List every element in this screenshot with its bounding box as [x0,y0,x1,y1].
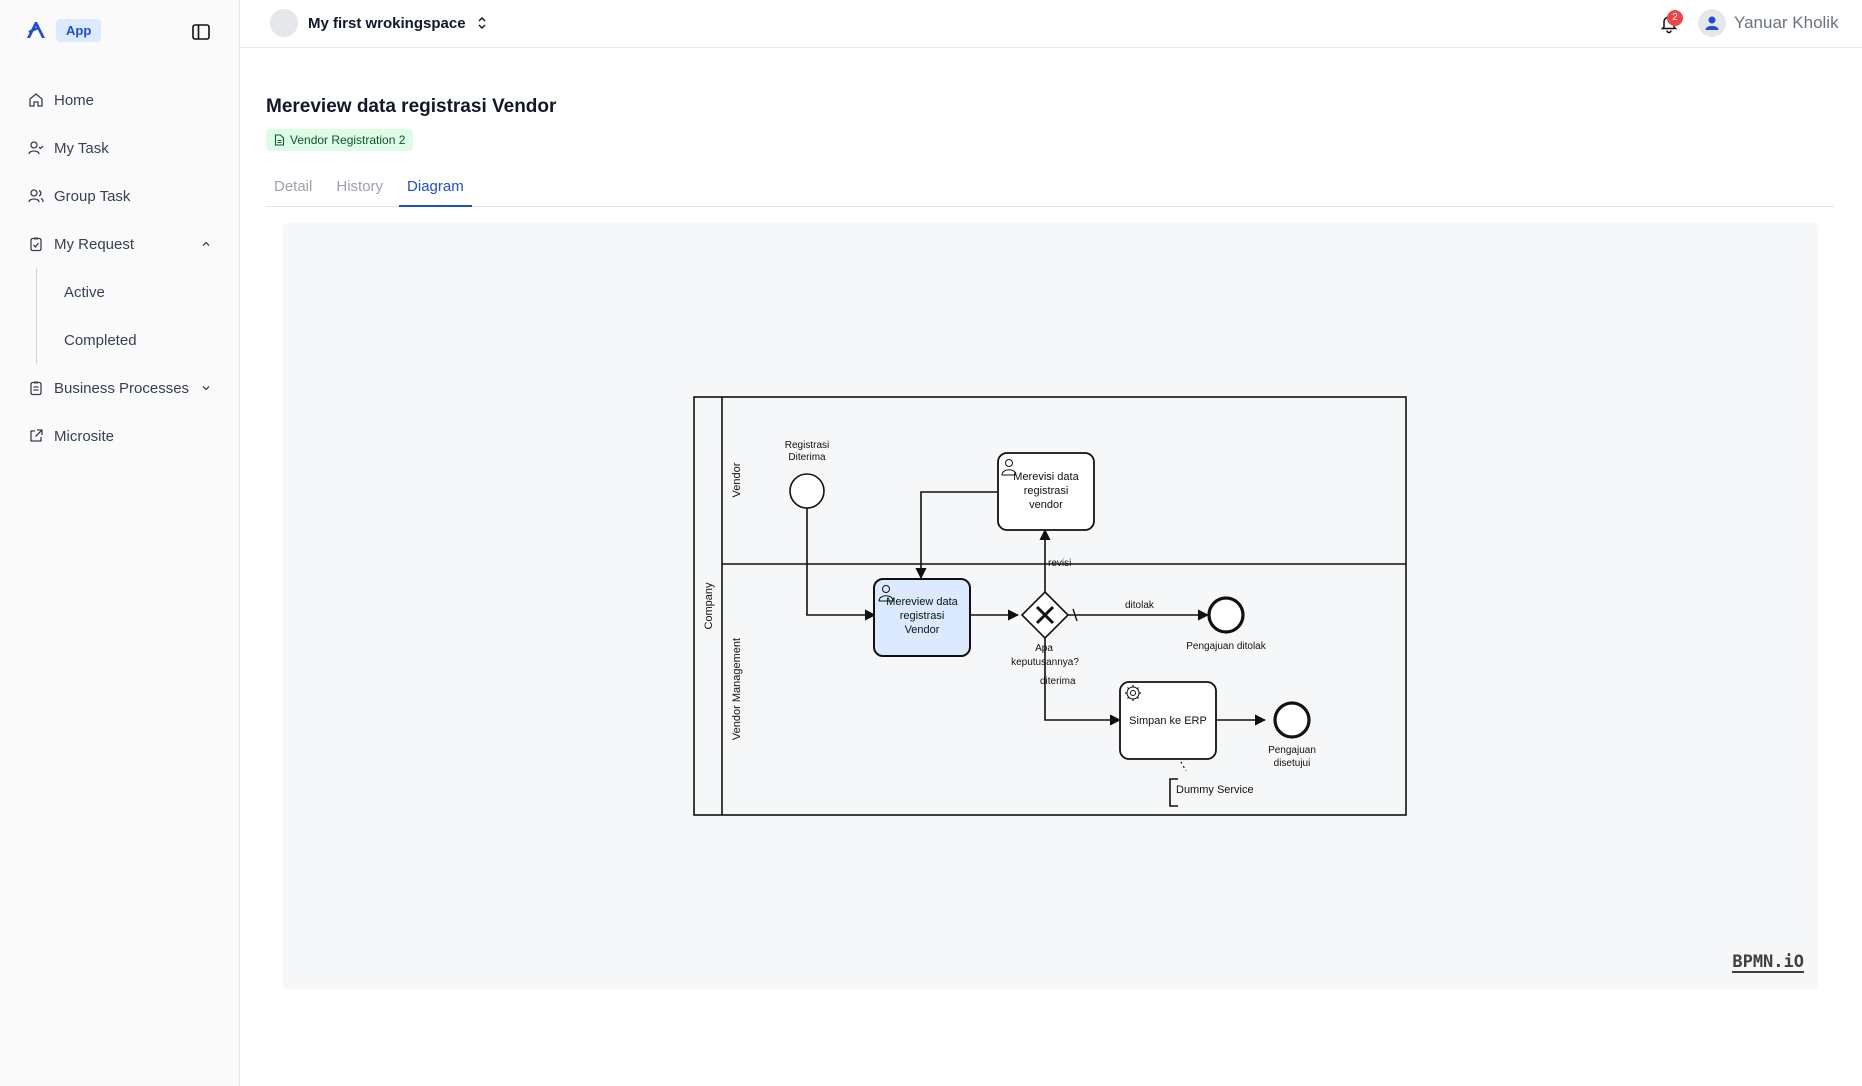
task-erp-label: Simpan ke ERP [1129,715,1207,727]
page-title: Mereview data registrasi Vendor [266,96,557,117]
sidebar-item-label: My Task [54,139,109,157]
flow-start-to-review[interactable] [806,508,877,621]
flow-ditolak-label: ditolak [1125,600,1155,611]
task-revise-label-2: registrasi [1024,485,1069,497]
tab-bar: Detail History Diagram [266,172,1834,207]
user-task-icon [878,585,894,602]
flow-diterima-label: diterima [1040,676,1076,687]
sidebar-item-my-request[interactable]: My Request [16,220,224,268]
end-approved-label-1: Pengajuan [1268,745,1316,756]
clipboard-list-icon [30,381,42,396]
task-review-label-2: registrasi [900,610,945,622]
sidebar-item-label: Home [54,91,95,109]
my-request-submenu: Active Completed [16,268,224,364]
user-icon [1705,16,1719,30]
bpmn-diagram: Company Vendor Vendor Management Registr… [693,396,1407,816]
clipboard-check-icon [30,237,42,252]
task-revise[interactable] [997,452,1095,531]
sidebar-nav: Home My Task Group Task My Request Activ… [16,76,224,460]
avatar [1698,9,1726,37]
end-event-approved[interactable] [1273,701,1311,739]
text-annotation[interactable] [1169,778,1178,807]
start-event-label-1: Registrasi [785,440,829,451]
task-review-label-1: Mereview data [886,596,958,608]
process-chip-label: Vendor Registration 2 [290,133,406,147]
process-chip: Vendor Registration 2 [266,129,414,151]
sidebar-toggle-icon[interactable] [191,22,211,42]
user-name: Yanuar Kholik [1734,13,1839,32]
sidebar-item-label: Group Task [54,187,131,205]
workspace-switcher[interactable]: My first wrokingspace [270,9,488,37]
task-save-erp[interactable] [1119,681,1217,760]
user-check-icon [28,141,44,155]
start-event[interactable] [789,473,825,509]
bpmn-io-logo[interactable]: BPMN.iO [1732,952,1804,973]
sidebar-item-label: Business Processes [54,379,190,397]
pool-label: Company [703,582,715,630]
end-rejected-label: Pengajuan ditolak [1186,641,1267,652]
sidebar-item-completed[interactable]: Completed [16,316,224,364]
task-review-label-3: Vendor [905,624,940,636]
sidebar-item-active[interactable]: Active [16,268,224,316]
flow-diterima[interactable] [1044,638,1122,726]
chevron-down-icon [202,386,210,391]
top-header: My first wrokingspace 2 Yanuar Kholik [240,0,1862,48]
workspace-avatar [270,9,298,37]
sidebar: App Home My Task Group Task My Request A… [0,0,240,1086]
gateway-label-1: Apa [1035,643,1053,654]
sidebar-item-my-task[interactable]: My Task [16,124,224,172]
app-badge: App [56,18,102,42]
workspace-name: My first wrokingspace [308,14,466,32]
pool-company[interactable] [693,396,1407,816]
sidebar-item-microsite[interactable]: Microsite [16,412,224,460]
lane-management-label: Vendor Management [731,638,743,740]
external-link-icon [30,429,43,442]
brand[interactable]: App [24,18,102,42]
sidebar-item-business-processes[interactable]: Business Processes [16,364,224,412]
diagram-canvas[interactable]: Company Vendor Vendor Management Registr… [282,223,1818,989]
chevron-up-down-icon [478,17,486,29]
flow-revise-to-review[interactable] [915,491,997,580]
end-event-rejected[interactable] [1207,596,1245,634]
sidebar-item-home[interactable]: Home [16,76,224,124]
task-revise-label-3: vendor [1029,499,1063,511]
sidebar-item-label: Completed [64,331,137,349]
gateway-x-icon [1035,605,1055,625]
users-icon [28,189,44,203]
tab-diagram[interactable]: Diagram [399,172,472,207]
lane-vendor-label: Vendor [731,462,743,497]
sidebar-item-label: Active [64,283,105,301]
user-menu[interactable]: Yanuar Kholik [1698,9,1839,37]
notification-badge: 2 [1667,10,1683,26]
association-line [1175,752,1187,772]
task-revise-label-1: Merevisi data [1013,471,1079,483]
chevron-up-icon [202,241,210,246]
flow-revisi-label: revisi [1048,558,1071,569]
gateway-label-2: keputusannya? [1011,657,1079,668]
start-event-label-2: Diterima [788,452,826,463]
file-icon [274,134,285,146]
tab-detail[interactable]: Detail [274,178,313,195]
sidebar-item-label: My Request [54,235,135,253]
sidebar-item-label: Microsite [54,427,115,445]
app-logo-icon [27,22,45,38]
user-task-icon [1001,459,1017,476]
end-approved-label-2: disetujui [1274,758,1311,769]
tab-history[interactable]: History [336,178,384,195]
gear-icon [1125,685,1141,701]
task-review-active[interactable] [873,578,971,657]
home-icon [29,93,43,107]
sidebar-item-group-task[interactable]: Group Task [16,172,224,220]
annotation-label: Dummy Service [1176,784,1254,796]
